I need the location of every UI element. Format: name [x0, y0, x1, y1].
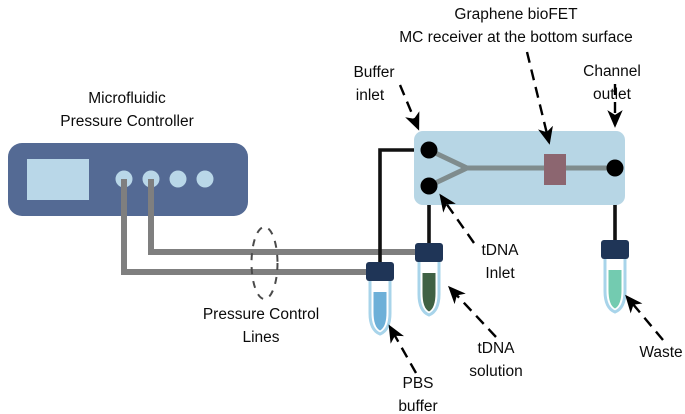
controller-screen [27, 159, 89, 200]
tdna-inlet-label-line1: tDNA [481, 242, 519, 259]
controller-port-3[interactable] [169, 170, 187, 188]
tdna-inlet-label-line2: Inlet [485, 265, 515, 282]
pbs-buffer-label-line1: PBS [402, 375, 433, 392]
vial-pbs[interactable] [366, 262, 394, 336]
biofet-label-line1: Graphene bioFET [454, 6, 578, 23]
pbs-buffer-label-line2: buffer [398, 398, 437, 414]
arrow-waste [625, 294, 664, 341]
channel-outlet-label-line2: outlet [593, 86, 632, 103]
vial-waste-cap[interactable] [601, 240, 629, 259]
buffer-inlet-label-line1: Buffer [353, 64, 394, 81]
arrow-tdna-solution [448, 285, 497, 338]
vial-tdna-cap[interactable] [415, 243, 443, 262]
buffer-inlet-node[interactable] [420, 141, 438, 159]
pressure-lines-label-line1: Pressure Control [203, 306, 319, 323]
pressure-line-pbs [121, 179, 380, 275]
tdna-solution-label-line2: solution [469, 363, 522, 380]
controller-label-line1: Microfluidic [88, 90, 166, 107]
fluid-line-pbs-to-buffer-inlet [378, 148, 428, 262]
tdna-solution-label-line1: tDNA [477, 340, 515, 357]
biofet-label-line2: MC receiver at the bottom surface [399, 29, 632, 46]
channel-outlet-label-line1: Channel [583, 63, 641, 80]
vial-pbs-liquid [373, 292, 387, 331]
arrow-buffer-inlet [398, 84, 420, 131]
vial-tdna-liquid [422, 273, 436, 312]
controller-label-line2: Pressure Controller [60, 113, 194, 130]
vial-tdna[interactable] [415, 243, 443, 317]
arrow-pbs-buffer [388, 324, 418, 374]
vial-waste-liquid [608, 270, 622, 309]
microfluidic-chip[interactable] [414, 131, 625, 205]
graphene-biofet-sensor[interactable] [544, 154, 566, 185]
arrow-tdna-inlet [439, 193, 475, 244]
pressure-lines-label-line2: Lines [242, 329, 279, 346]
waste-label: Waste [639, 344, 682, 361]
arrow-graphene-biofet [525, 51, 553, 145]
buffer-inlet-label-line2: inlet [356, 87, 385, 104]
channel-outlet-node[interactable] [606, 159, 624, 177]
pressure-control-lines-marker [250, 226, 279, 300]
vial-pbs-cap[interactable] [366, 262, 394, 281]
vial-waste[interactable] [601, 240, 629, 314]
pressure-line-tdna [148, 179, 429, 255]
controller-port-4[interactable] [196, 170, 214, 188]
pressure-controller[interactable] [8, 143, 248, 216]
tdna-inlet-node[interactable] [420, 177, 438, 195]
